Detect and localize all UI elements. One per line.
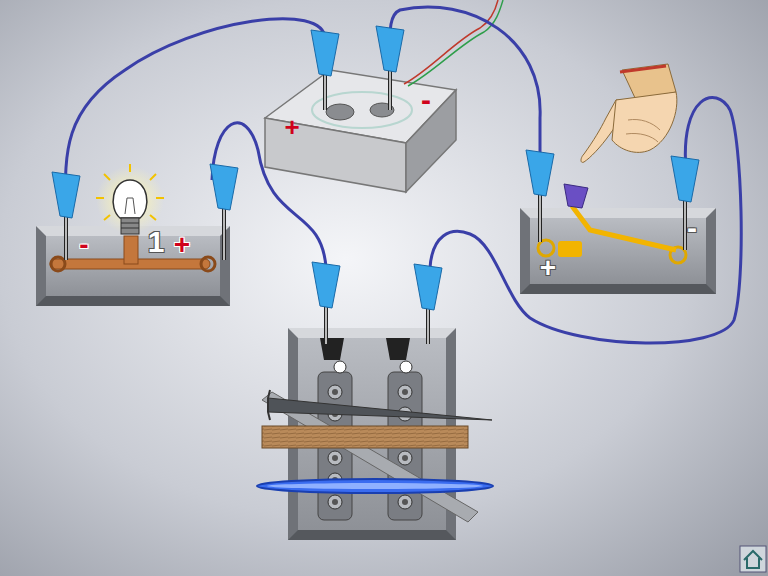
alligator-clip xyxy=(414,264,442,344)
lamp-holder-terminals: - 1 + xyxy=(36,225,230,307)
pointing-hand xyxy=(581,64,677,162)
terminal-sign: + xyxy=(284,114,299,140)
test-objects xyxy=(257,390,493,522)
wire xyxy=(390,7,540,208)
alligator-clip xyxy=(376,26,404,110)
terminal-sign: + xyxy=(174,231,190,259)
battery-terminals: +- xyxy=(262,60,458,195)
wire xyxy=(65,19,325,225)
terminal-sign: + xyxy=(540,254,556,282)
terminal-sign: - xyxy=(421,85,431,115)
terminal-sign: - xyxy=(79,231,88,259)
alligator-clip xyxy=(526,150,554,242)
alligator-clip xyxy=(311,30,339,110)
wire xyxy=(212,97,741,343)
terminal-sign: - xyxy=(687,213,697,243)
alligator-clip xyxy=(312,262,340,344)
alligator-clip xyxy=(52,172,80,260)
switch-terminals: +- xyxy=(520,208,716,294)
terminal-sign: 1 xyxy=(148,227,165,257)
alligator-clip xyxy=(210,164,238,260)
battery xyxy=(265,70,456,192)
home-icon xyxy=(740,546,766,572)
alligator-clip xyxy=(671,156,699,250)
light-bulb xyxy=(96,164,164,234)
